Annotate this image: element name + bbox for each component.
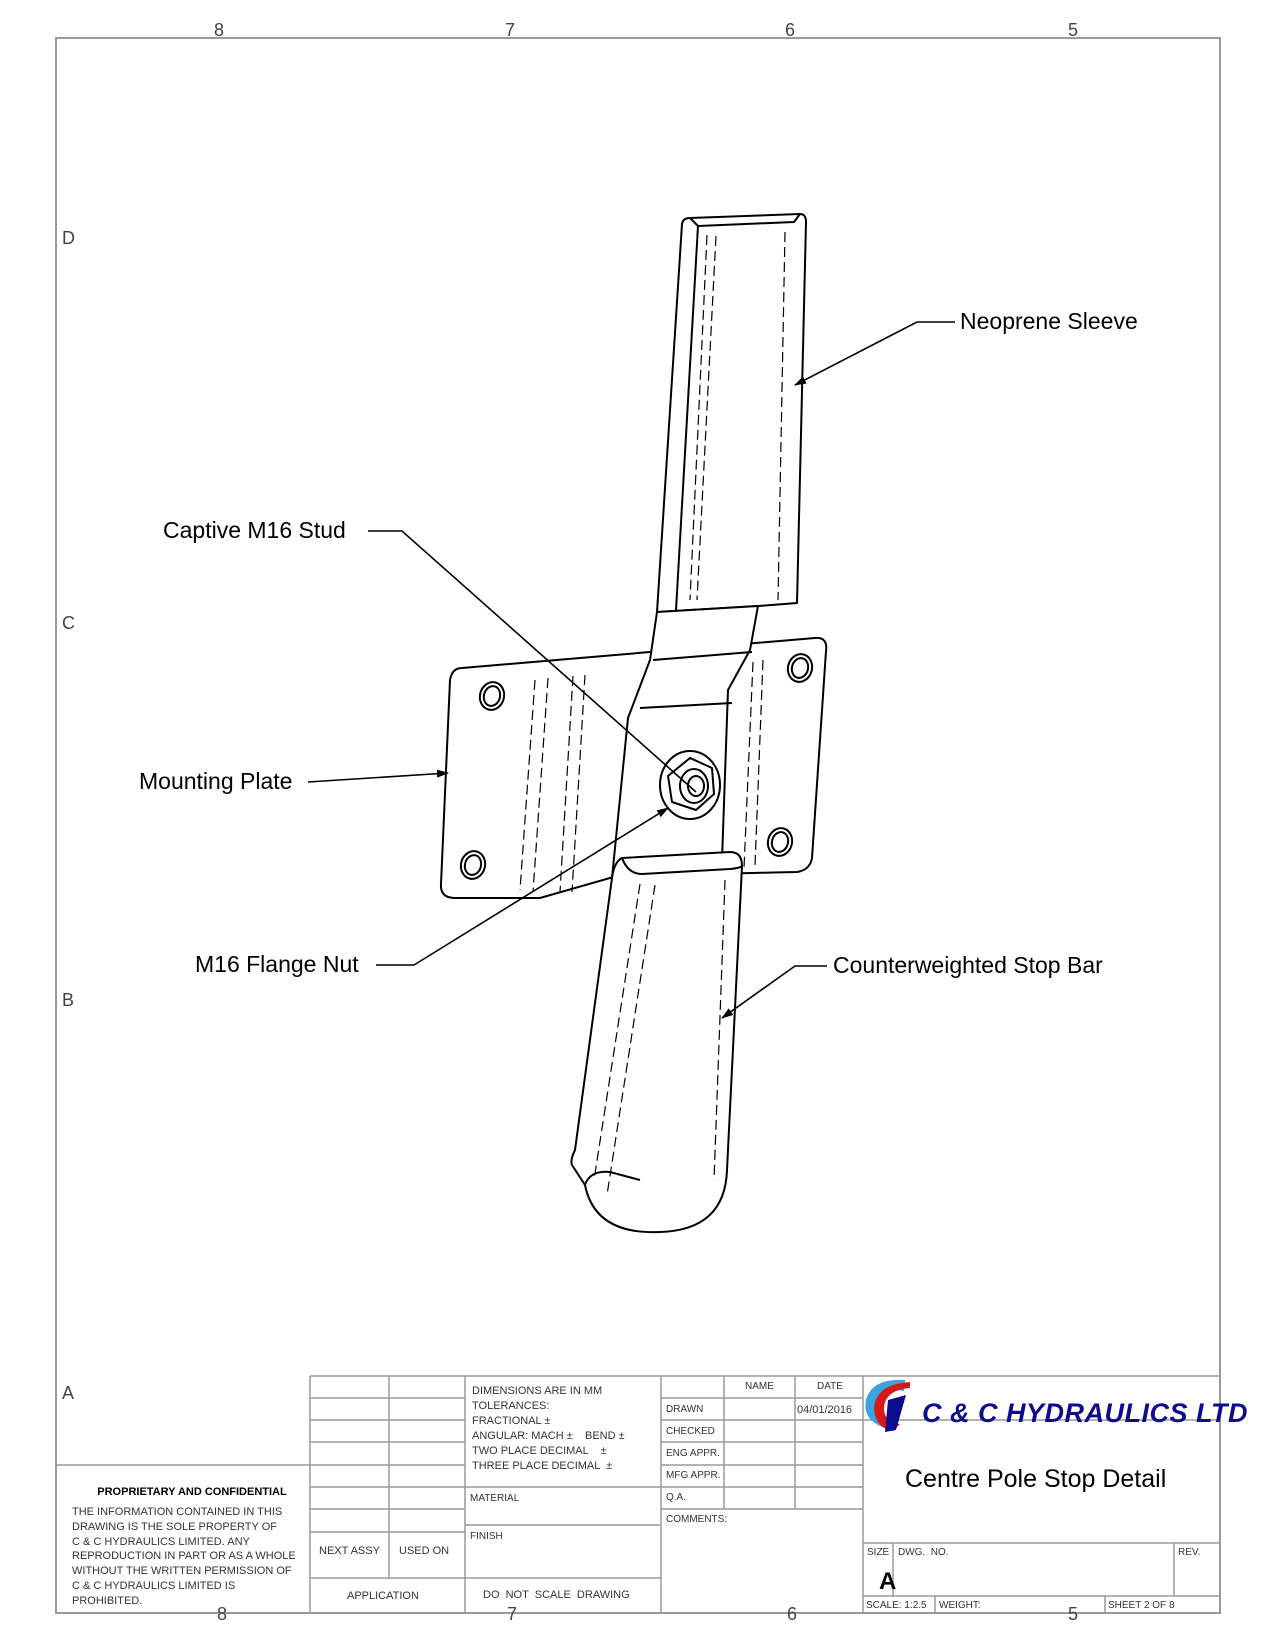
drawing-border [55,37,1221,1614]
zone-bottom-5: 5 [1068,1604,1079,1624]
stop-bar-shape [570,851,743,1234]
approval-row-mfg: MFG APPR. [666,1470,721,1481]
confidentiality-line: DRAWING IS THE SOLE PROPERTY OF [72,1520,277,1533]
name-header: NAME [745,1381,774,1392]
leader-stop-bar [721,965,827,1019]
confidentiality-line: PROHIBITED. [72,1594,143,1607]
tolerance-line: ANGULAR: MACH ± BEND ± [472,1430,625,1442]
tolerance-line: THREE PLACE DECIMAL ± [472,1460,613,1472]
approval-row-eng: ENG APPR. [666,1448,720,1459]
callout-m16-flange-nut: M16 Flange Nut [195,951,359,977]
confidentiality-line: REPRODUCTION IN PART OR AS A WHOLE [72,1550,296,1563]
zone-top-5: 5 [1068,20,1079,40]
company-name: C & C HYDRAULICS LTD [922,1398,1248,1428]
size-label: SIZE [867,1547,890,1558]
confidentiality-notice: PROPRIETARY AND CONFIDENTIAL THE INFORMA… [72,1485,312,1609]
next-assy-label: NEXT ASSY [319,1545,380,1557]
leader-captive-stud [368,530,697,793]
tolerance-line: TWO PLACE DECIMAL ± [472,1445,607,1457]
leader-flange-nut [376,807,669,966]
leader-neoprene-sleeve [794,321,955,386]
callout-mounting-plate: Mounting Plate [139,768,293,794]
scale-label: SCALE: 1:2.5 [866,1600,927,1611]
approval-row-checked: CHECKED [666,1426,715,1437]
zone-left-c: C [62,613,75,633]
do-not-scale-label: DO NOT SCALE DRAWING [483,1589,630,1601]
zone-left-d: D [62,228,75,248]
confidentiality-line: C & C HYDRAULICS LIMITED. ANY [72,1535,250,1548]
leader-mounting-plate [307,769,449,783]
weight-label: WEIGHT: [939,1600,981,1611]
tolerance-line: FRACTIONAL ± [472,1415,551,1427]
used-on-label: USED ON [399,1545,450,1557]
zone-top-6: 6 [785,20,796,40]
sheet-label: SHEET 2 OF 8 [1108,1600,1175,1611]
drawn-date-value: 04/01/2016 [797,1404,853,1416]
zone-bottom-6: 6 [787,1604,798,1624]
confidentiality-line: THE INFORMATION CONTAINED IN THIS [72,1505,283,1518]
confidentiality-title: PROPRIETARY AND CONFIDENTIAL [97,1486,287,1498]
callout-captive-m16-stud: Captive M16 Stud [163,517,346,543]
confidentiality-line: C & C HYDRAULICS LIMITED IS [72,1580,236,1593]
tolerance-line: DIMENSIONS ARE IN MM [472,1385,603,1397]
rev-label: REV. [1178,1547,1201,1558]
application-label: APPLICATION [347,1590,419,1602]
callout-counterweighted-stop-bar: Counterweighted Stop Bar [833,952,1103,978]
zone-left-a: A [62,1383,75,1403]
date-header: DATE [817,1381,843,1392]
zone-left-b: B [62,990,75,1010]
comments-label: COMMENTS: [666,1514,728,1525]
finish-label: FINISH [470,1531,503,1542]
zone-bottom-8: 8 [217,1604,228,1624]
callout-neoprene-sleeve: Neoprene Sleeve [960,308,1138,334]
tolerance-line: TOLERANCES: [472,1400,550,1412]
confidentiality-line: WITHOUT THE WRITTEN PERMISSION OF [72,1565,292,1578]
zone-top-7: 7 [505,20,516,40]
drawing-title: Centre Pole Stop Detail [905,1465,1167,1493]
size-value: A [879,1568,897,1595]
zone-bottom-7: 7 [507,1604,518,1624]
approval-row-qa: Q.A. [666,1492,687,1503]
material-label: MATERIAL [470,1493,520,1504]
zone-top-8: 8 [214,20,225,40]
approval-row-drawn: DRAWN [666,1404,704,1415]
dwg-no-label: DWG. NO. [898,1547,949,1558]
flange-nut-shape [659,750,721,820]
